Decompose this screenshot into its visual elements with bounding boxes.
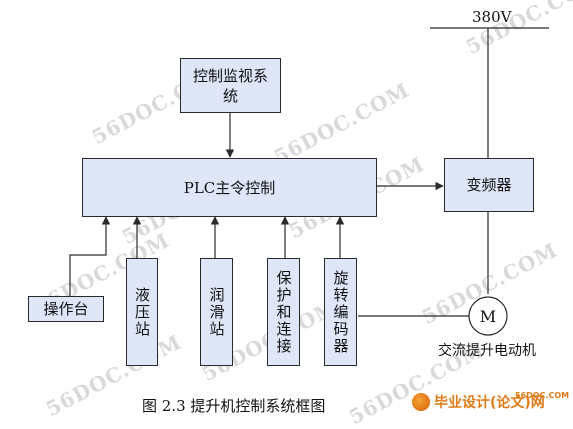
console-box: 操作台 [28, 296, 104, 322]
protection-label: 保护和连接 [274, 269, 293, 355]
arrow-console-to-plc [69, 216, 111, 296]
inverter-label: 变频器 [466, 176, 512, 194]
encoder-box: 旋转编码器 [324, 258, 357, 366]
lubrication-station-label: 润滑站 [207, 286, 226, 338]
site-logo: 毕业设计(论文)网 [412, 392, 545, 412]
logo-url: 56DOC.COM [515, 391, 570, 400]
plc-control-label: PLC主令控制 [183, 178, 276, 197]
protection-box: 保护和连接 [267, 258, 300, 366]
logo-icon [412, 393, 430, 411]
logo-text: 毕业设计(论文)网 [434, 395, 545, 411]
plc-control-box: PLC主令控制 [82, 158, 377, 217]
monitoring-system-label: 控制监视系统 [192, 66, 268, 105]
hydraulic-station-label: 液压站 [133, 286, 151, 338]
motor-letter: M [480, 307, 496, 326]
power-label: 380V [472, 8, 512, 26]
motor-label: 交流提升电动机 [438, 343, 536, 359]
lubrication-station-box: 润滑站 [200, 258, 233, 366]
encoder-label: 旋转编码器 [331, 269, 350, 355]
hydraulic-station-box: 液压站 [126, 258, 158, 366]
console-label: 操作台 [43, 300, 89, 318]
figure-caption: 图 2.3 提升机控制系统框图 [142, 397, 326, 415]
inverter-box: 变频器 [444, 158, 534, 212]
monitoring-system-box: 控制监视系统 [180, 58, 281, 113]
motor-symbol [468, 296, 508, 336]
